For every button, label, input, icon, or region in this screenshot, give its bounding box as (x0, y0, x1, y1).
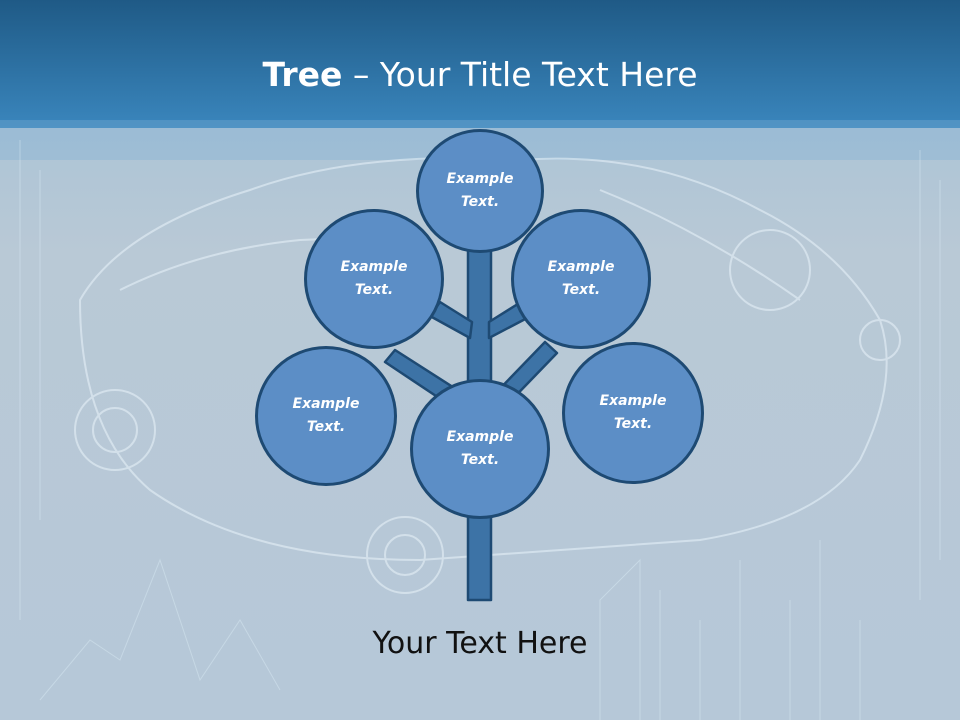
node-top: Example Text. (416, 129, 544, 253)
node-label: Example Text. (446, 429, 514, 468)
node-lower-left: Example Text. (255, 346, 397, 486)
slide-title: Tree – Your Title Text Here (0, 52, 960, 98)
node-upper-left: Example Text. (304, 209, 444, 349)
slide-title-rest: – Your Title Text Here (342, 55, 698, 94)
node-label: Example Text. (340, 259, 408, 298)
footer-text: Your Text Here (372, 626, 588, 661)
node-upper-right: Example Text. (511, 209, 651, 349)
node-label: Example Text. (446, 171, 514, 210)
node-label: Example Text. (547, 259, 615, 298)
slide-title-bold: Tree (262, 55, 343, 94)
node-label: Example Text. (599, 393, 667, 432)
node-center: Example Text. (410, 379, 550, 519)
node-label: Example Text. (292, 396, 360, 435)
node-lower-right: Example Text. (562, 342, 704, 484)
